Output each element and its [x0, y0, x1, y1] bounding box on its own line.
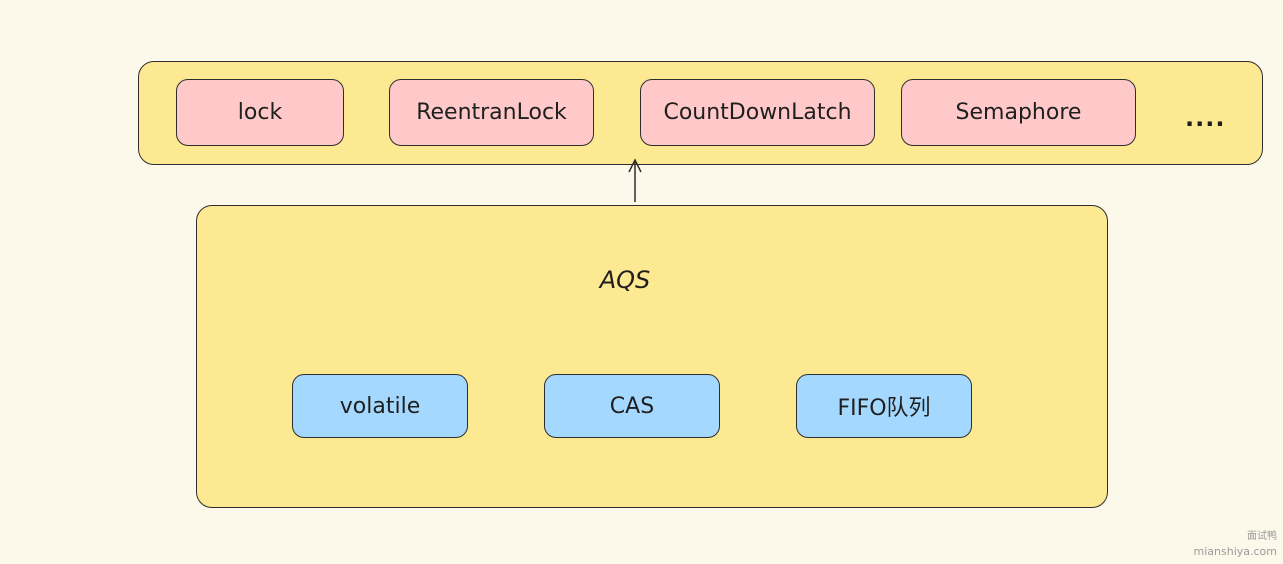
fifo-queue-node-label: FIFO队列	[837, 396, 931, 421]
watermark-url: mianshiya.com	[1193, 545, 1277, 558]
countdownlatch-node-label: CountDownLatch	[663, 100, 852, 125]
watermark-cn: 面试鸭	[1247, 531, 1277, 542]
lock-node: lock	[176, 79, 344, 146]
volatile-node-label: volatile	[339, 393, 421, 419]
dependency-arrow	[628, 158, 642, 202]
lock-node-label: lock	[237, 100, 283, 125]
cas-node: CAS	[544, 374, 720, 438]
semaphore-node: Semaphore	[901, 79, 1136, 146]
volatile-node: volatile	[292, 374, 468, 438]
fifo-queue-node: FIFO队列	[796, 374, 972, 438]
more-ellipsis: ....	[1185, 104, 1226, 132]
reentranlock-node-label: ReentranLock	[416, 100, 567, 125]
semaphore-node-label: Semaphore	[955, 100, 1082, 125]
aqs-title: AQS	[599, 266, 651, 294]
cas-node-label: CAS	[609, 393, 655, 419]
aqs-container	[196, 205, 1108, 508]
countdownlatch-node: CountDownLatch	[640, 79, 875, 146]
arrow-head	[628, 158, 642, 173]
reentranlock-node: ReentranLock	[389, 79, 594, 146]
